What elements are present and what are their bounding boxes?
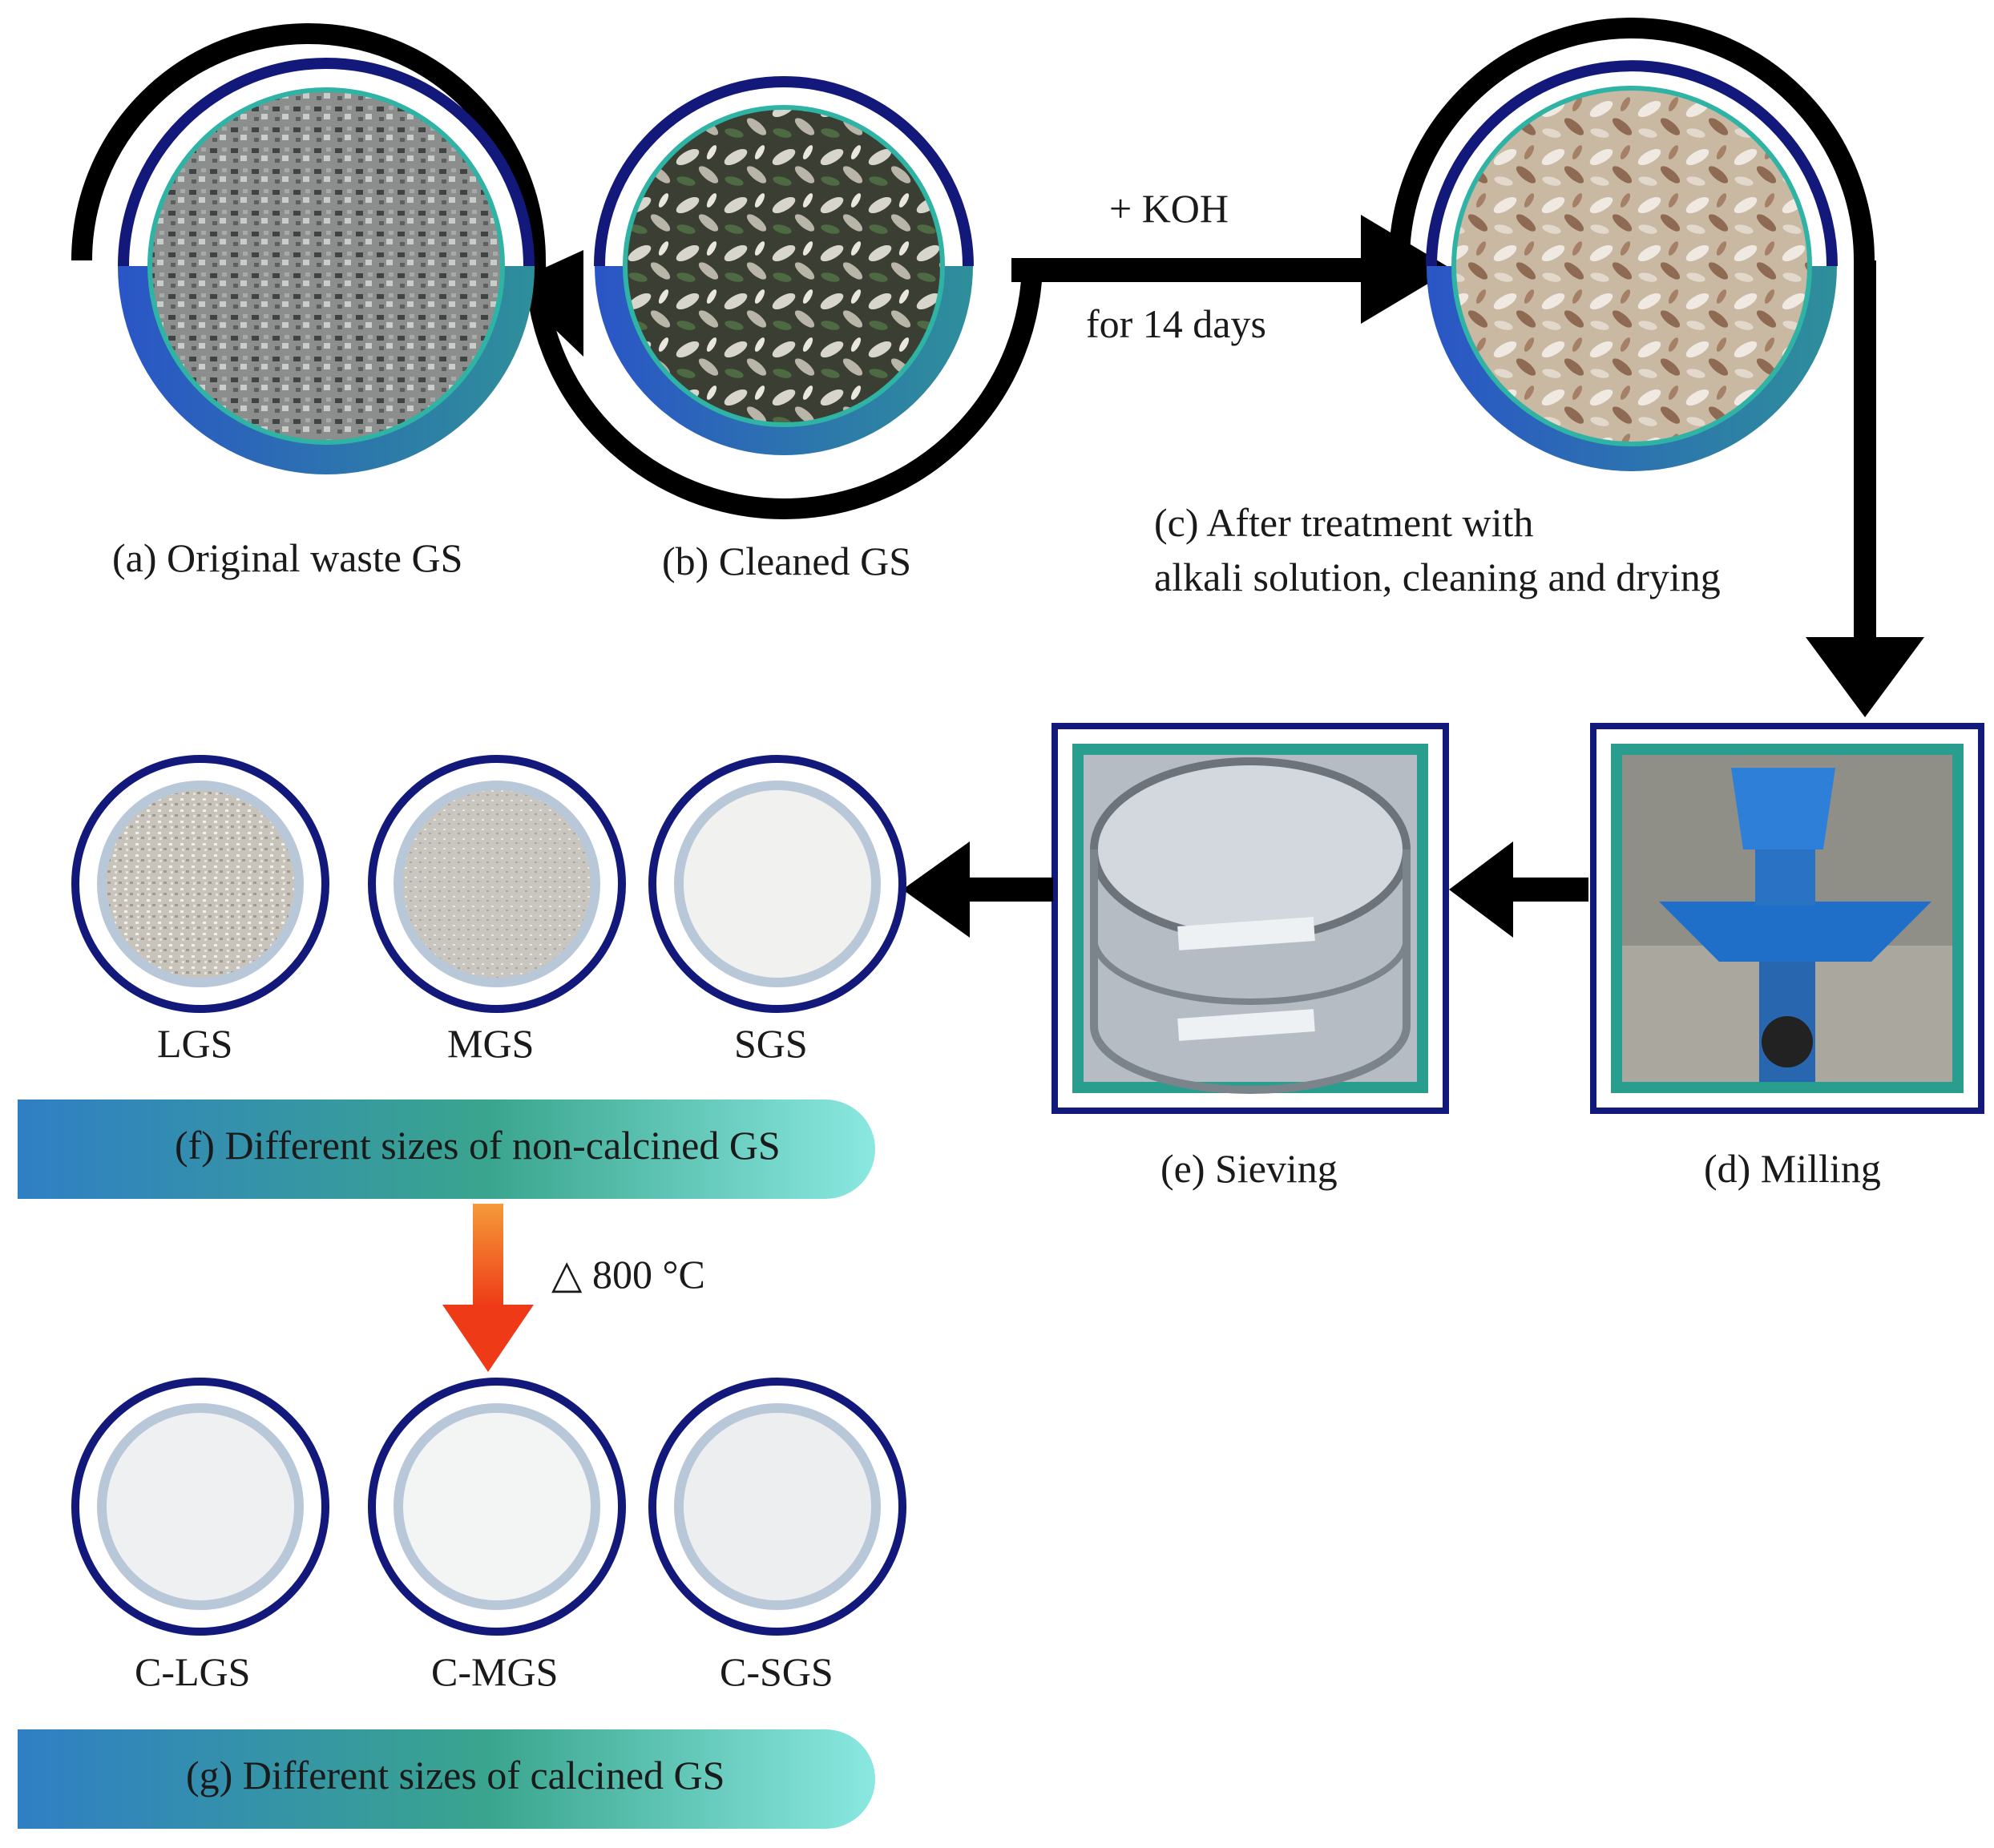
- calcination-arrow: [442, 1204, 534, 1372]
- middle-flow-arrows: [902, 841, 1588, 938]
- step-d-label: (d) Milling: [1704, 1146, 1881, 1191]
- sample-label-c-mgs: C-MGS: [431, 1649, 559, 1694]
- sample-label-c-lgs: C-LGS: [135, 1649, 251, 1694]
- step-a-label: (a) Original waste GS: [112, 535, 463, 580]
- arrow-milling-to-sieving-head: [1449, 841, 1513, 938]
- calcination-condition: △ 800 °C: [551, 1252, 705, 1297]
- koh-label: + KOH: [1109, 186, 1229, 231]
- step-e-label: (e) Sieving: [1160, 1146, 1338, 1191]
- sample-label-lgs: LGS: [157, 1021, 233, 1066]
- step-c-circle: [1426, 60, 1838, 471]
- top-flow-arrows: [71, 18, 1924, 717]
- step-a-circle: [118, 58, 535, 474]
- sample-label-sgs: SGS: [734, 1021, 808, 1066]
- arrow-to-milling-head: [1806, 637, 1924, 717]
- duration-label: for 14 days: [1086, 301, 1266, 346]
- sample-label-mgs: MGS: [447, 1021, 535, 1066]
- mill-tray: [1659, 902, 1931, 962]
- banner-g: [18, 1729, 875, 1829]
- sample-label-c-sgs: C-SGS: [720, 1649, 834, 1694]
- mill-hopper: [1731, 768, 1835, 849]
- banner-f-text: (f) Different sizes of non-calcined GS: [175, 1123, 781, 1168]
- banner-f: [18, 1100, 875, 1199]
- step-c-label-line1: (c) After treatment with: [1154, 500, 1534, 545]
- milling-photo-frame: [1590, 723, 1984, 1114]
- sieving-photo-frame: [1051, 723, 1449, 1114]
- sieve-mesh: [1090, 757, 1411, 942]
- non-calcined-sample-circles: [71, 755, 906, 1013]
- step-b-label: (b) Cleaned GS: [662, 539, 912, 583]
- step-c-label-line2: alkali solution, cleaning and drying: [1154, 555, 1721, 599]
- arrow-sieving-to-samples-head: [902, 841, 970, 938]
- step-b-circle: [594, 76, 974, 455]
- banner-g-text: (g) Different sizes of calcined GS: [186, 1753, 725, 1798]
- arrow-b-to-c-head: [1361, 215, 1452, 324]
- calcined-sample-circles: [71, 1378, 906, 1636]
